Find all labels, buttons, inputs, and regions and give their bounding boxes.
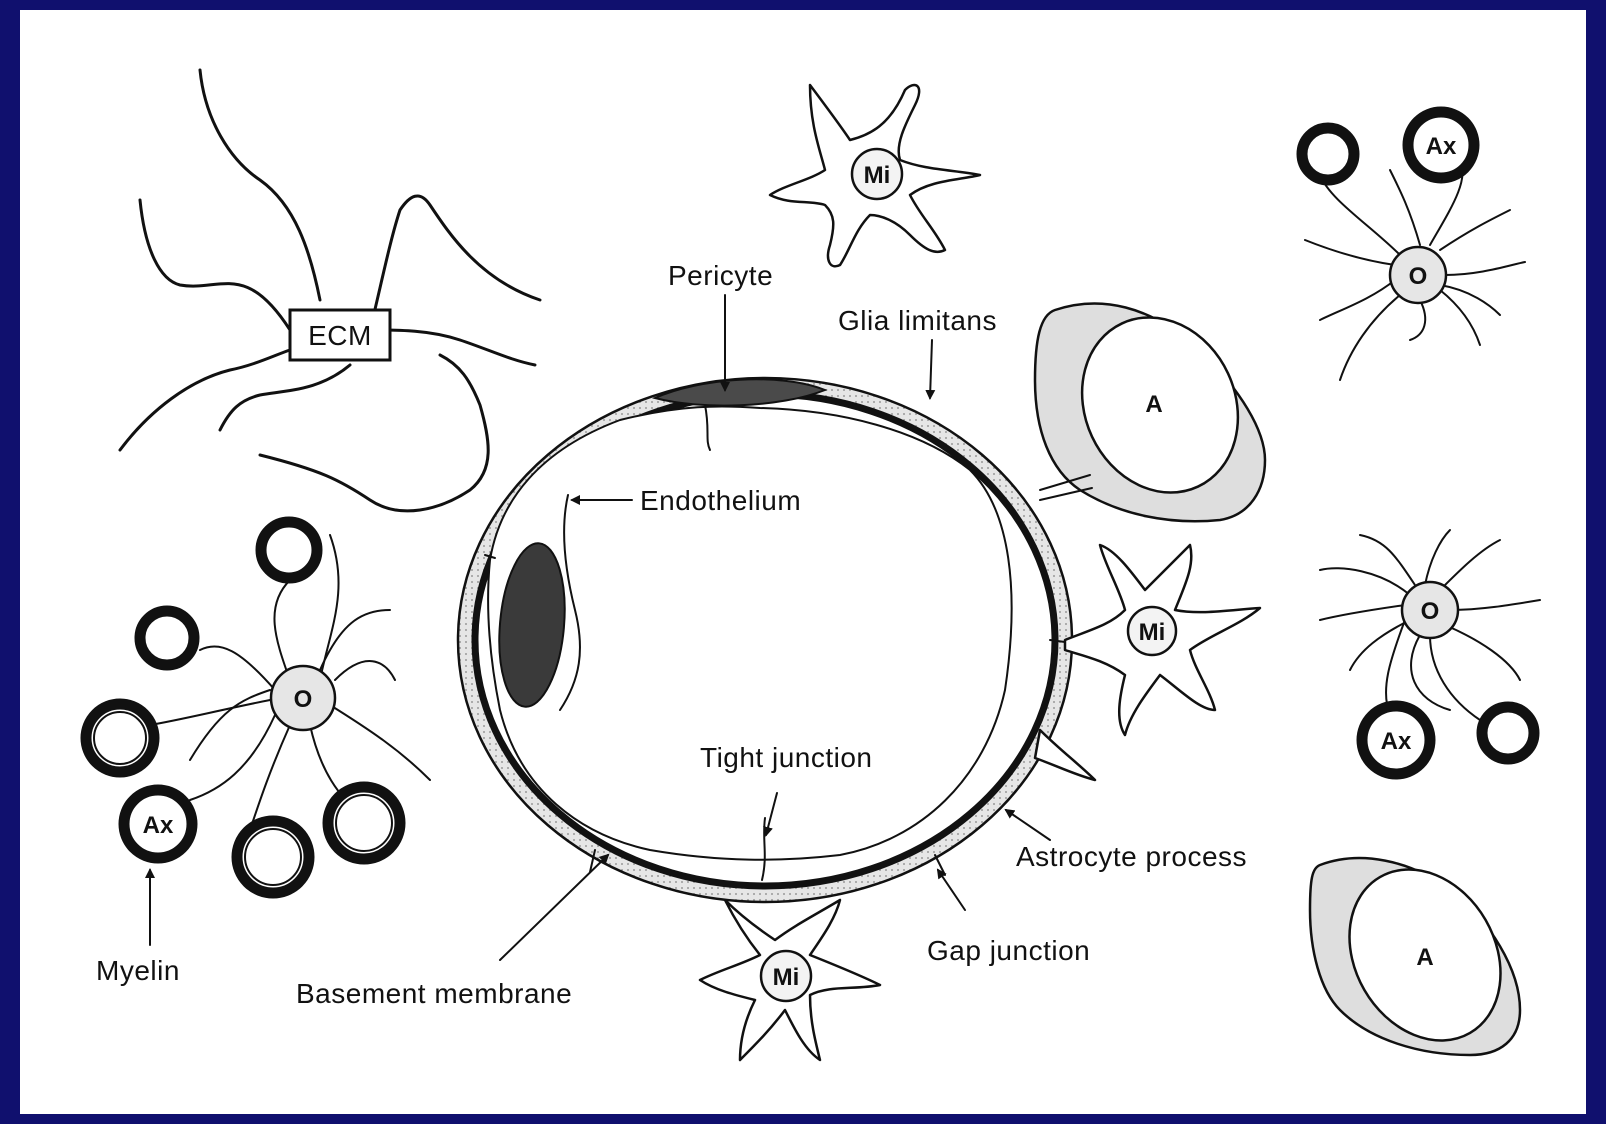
gap-junction-label: Gap junction bbox=[927, 935, 1090, 966]
oligodendrocyte-top-right-label: O bbox=[1409, 263, 1428, 290]
axon-left-label: Ax bbox=[143, 812, 174, 839]
microglia-top-label: Mi bbox=[864, 162, 891, 189]
ecm-label: ECM bbox=[308, 320, 372, 351]
basement-membrane-label: Basement membrane bbox=[296, 978, 572, 1009]
microglia-bottom-label: Mi bbox=[773, 964, 800, 991]
microglia-right-label: Mi bbox=[1139, 619, 1166, 646]
glia-limitans-label: Glia limitans bbox=[838, 305, 997, 336]
oligodendrocyte-mid-right bbox=[1320, 530, 1540, 774]
astrocyte-bottom-label: A bbox=[1416, 944, 1433, 971]
axon-mid-right-label: Ax bbox=[1381, 728, 1412, 755]
glia-limitans-arrow bbox=[930, 340, 932, 398]
oligodendrocyte-left bbox=[86, 522, 430, 893]
oligodendrocyte-mid-right-label: O bbox=[1421, 598, 1440, 625]
axon-top-right-label: Ax bbox=[1426, 133, 1457, 160]
astrocyte-process-label: Astrocyte process bbox=[1016, 841, 1247, 872]
pericyte-label: Pericyte bbox=[668, 260, 773, 291]
astrocyte-process-arrow bbox=[1006, 810, 1050, 840]
basement-membrane-arrow bbox=[500, 855, 608, 960]
ecm-fibers bbox=[120, 70, 540, 511]
astrocyte-top-label: A bbox=[1145, 391, 1162, 418]
endothelium-label: Endothelium bbox=[640, 485, 801, 516]
blood-vessel bbox=[458, 378, 1072, 902]
slide: ECM Mi A Mi Mi bbox=[20, 10, 1586, 1114]
tight-junction-label: Tight junction bbox=[700, 742, 873, 773]
bbb-diagram: ECM Mi A Mi Mi bbox=[20, 10, 1586, 1114]
oligodendrocyte-left-label: O bbox=[294, 686, 313, 713]
astrocyte-process-spike bbox=[1035, 730, 1095, 780]
gap-junction-arrow bbox=[938, 870, 965, 910]
oligodendrocyte-top-right bbox=[1302, 112, 1525, 380]
myelin-label: Myelin bbox=[96, 955, 180, 986]
